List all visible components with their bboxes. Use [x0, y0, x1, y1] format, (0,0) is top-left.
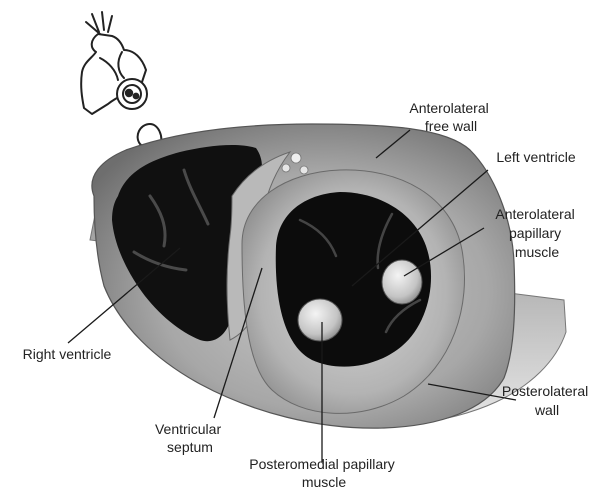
label-posteromedial-papillary-muscle: Posteromedial papillary muscle: [249, 456, 398, 490]
label-left-ventricle: Left ventricle: [496, 149, 576, 165]
anterolateral-papillary-muscle-shape: [382, 260, 422, 304]
label-anterolateral-free-wall: Anterolateral free wall: [409, 100, 492, 134]
label-right-ventricle: Right ventricle: [23, 346, 112, 362]
label-ventricular-septum: Ventricular septum: [155, 421, 225, 455]
posteromedial-papillary-muscle-shape: [298, 299, 342, 341]
heart-cross-section: [90, 124, 566, 428]
heart-orientation-icon: [81, 12, 147, 114]
